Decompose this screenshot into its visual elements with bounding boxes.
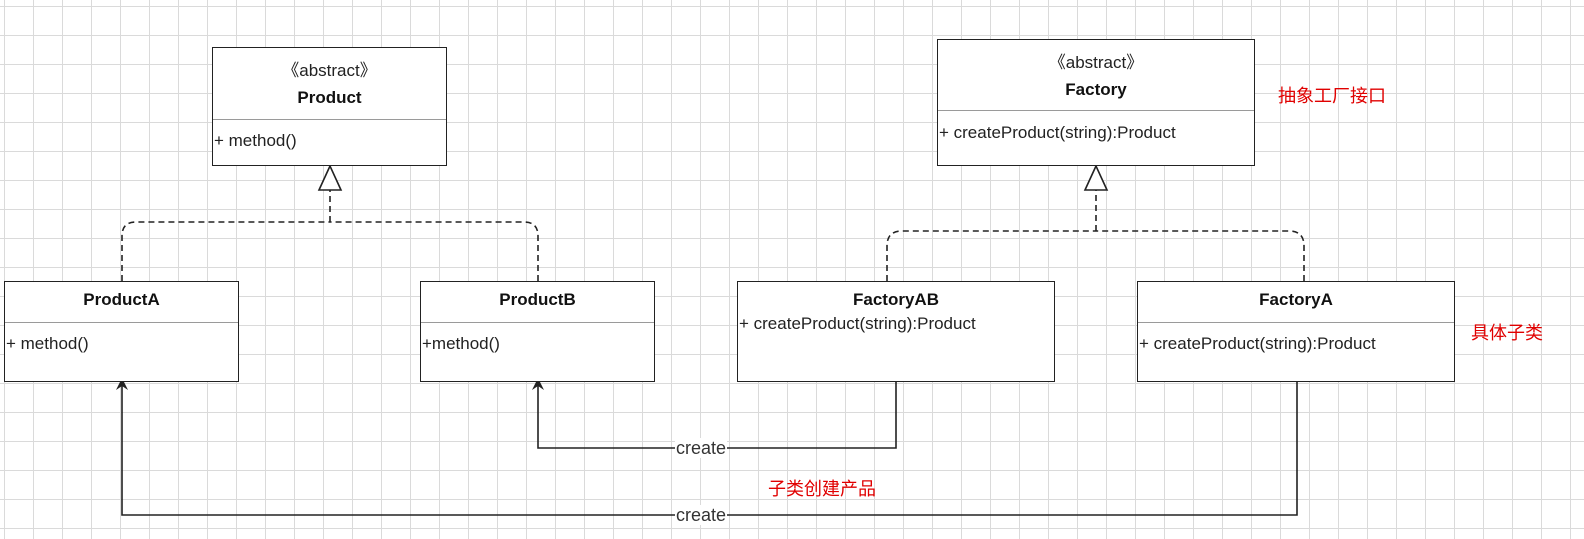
class-product[interactable]: 《abstract》 Product + method() <box>212 47 447 166</box>
create-label-factory-a: create <box>675 505 728 525</box>
class-product-a[interactable]: ProductA + method() <box>4 281 239 382</box>
product-separator <box>213 119 446 120</box>
class-product-b[interactable]: ProductB +method() <box>420 281 655 382</box>
class-factory-ab[interactable]: FactoryAB + createProduct(string):Produc… <box>737 281 1055 382</box>
factory-method: + createProduct(string):Product <box>939 123 1176 142</box>
product-b-method: +method() <box>422 334 500 353</box>
note-concrete-subclass: 具体子类 <box>1471 323 1543 344</box>
factory-ab-method: + createProduct(string):Product <box>739 314 976 333</box>
inheritance-arrowhead-product <box>317 164 343 191</box>
factory-separator <box>938 110 1254 111</box>
product-name: Product <box>297 88 362 107</box>
product-a-name: ProductA <box>83 290 160 309</box>
product-b-name: ProductB <box>499 290 576 309</box>
factory-name: Factory <box>1065 80 1127 99</box>
product-b-separator <box>421 322 654 323</box>
product-a-method: + method() <box>6 334 89 353</box>
factory-stereotype: 《abstract》 <box>1048 53 1144 72</box>
create-label-factory-ab: create <box>675 438 728 458</box>
product-a-separator <box>5 322 238 323</box>
product-method: + method() <box>214 131 297 150</box>
factory-a-name: FactoryA <box>1259 290 1333 309</box>
note-abstract-factory-interface: 抽象工厂接口 <box>1278 86 1386 107</box>
class-factory[interactable]: 《abstract》 Factory + createProduct(strin… <box>937 39 1255 166</box>
factory-ab-name: FactoryAB <box>853 290 939 309</box>
note-subclass-creates-product: 子类创建产品 <box>768 479 876 500</box>
inheritance-line-factory-ab <box>886 230 1096 281</box>
product-stereotype: 《abstract》 <box>282 61 377 80</box>
inheritance-line-factory-a <box>1096 230 1305 281</box>
inheritance-line-product-b <box>330 221 539 281</box>
factory-a-method: + createProduct(string):Product <box>1139 334 1376 353</box>
inheritance-arrowhead-factory <box>1083 164 1109 191</box>
factory-a-separator <box>1138 322 1454 323</box>
inheritance-line-product-a <box>121 221 330 281</box>
class-factory-a[interactable]: FactoryA + createProduct(string):Product <box>1137 281 1455 382</box>
